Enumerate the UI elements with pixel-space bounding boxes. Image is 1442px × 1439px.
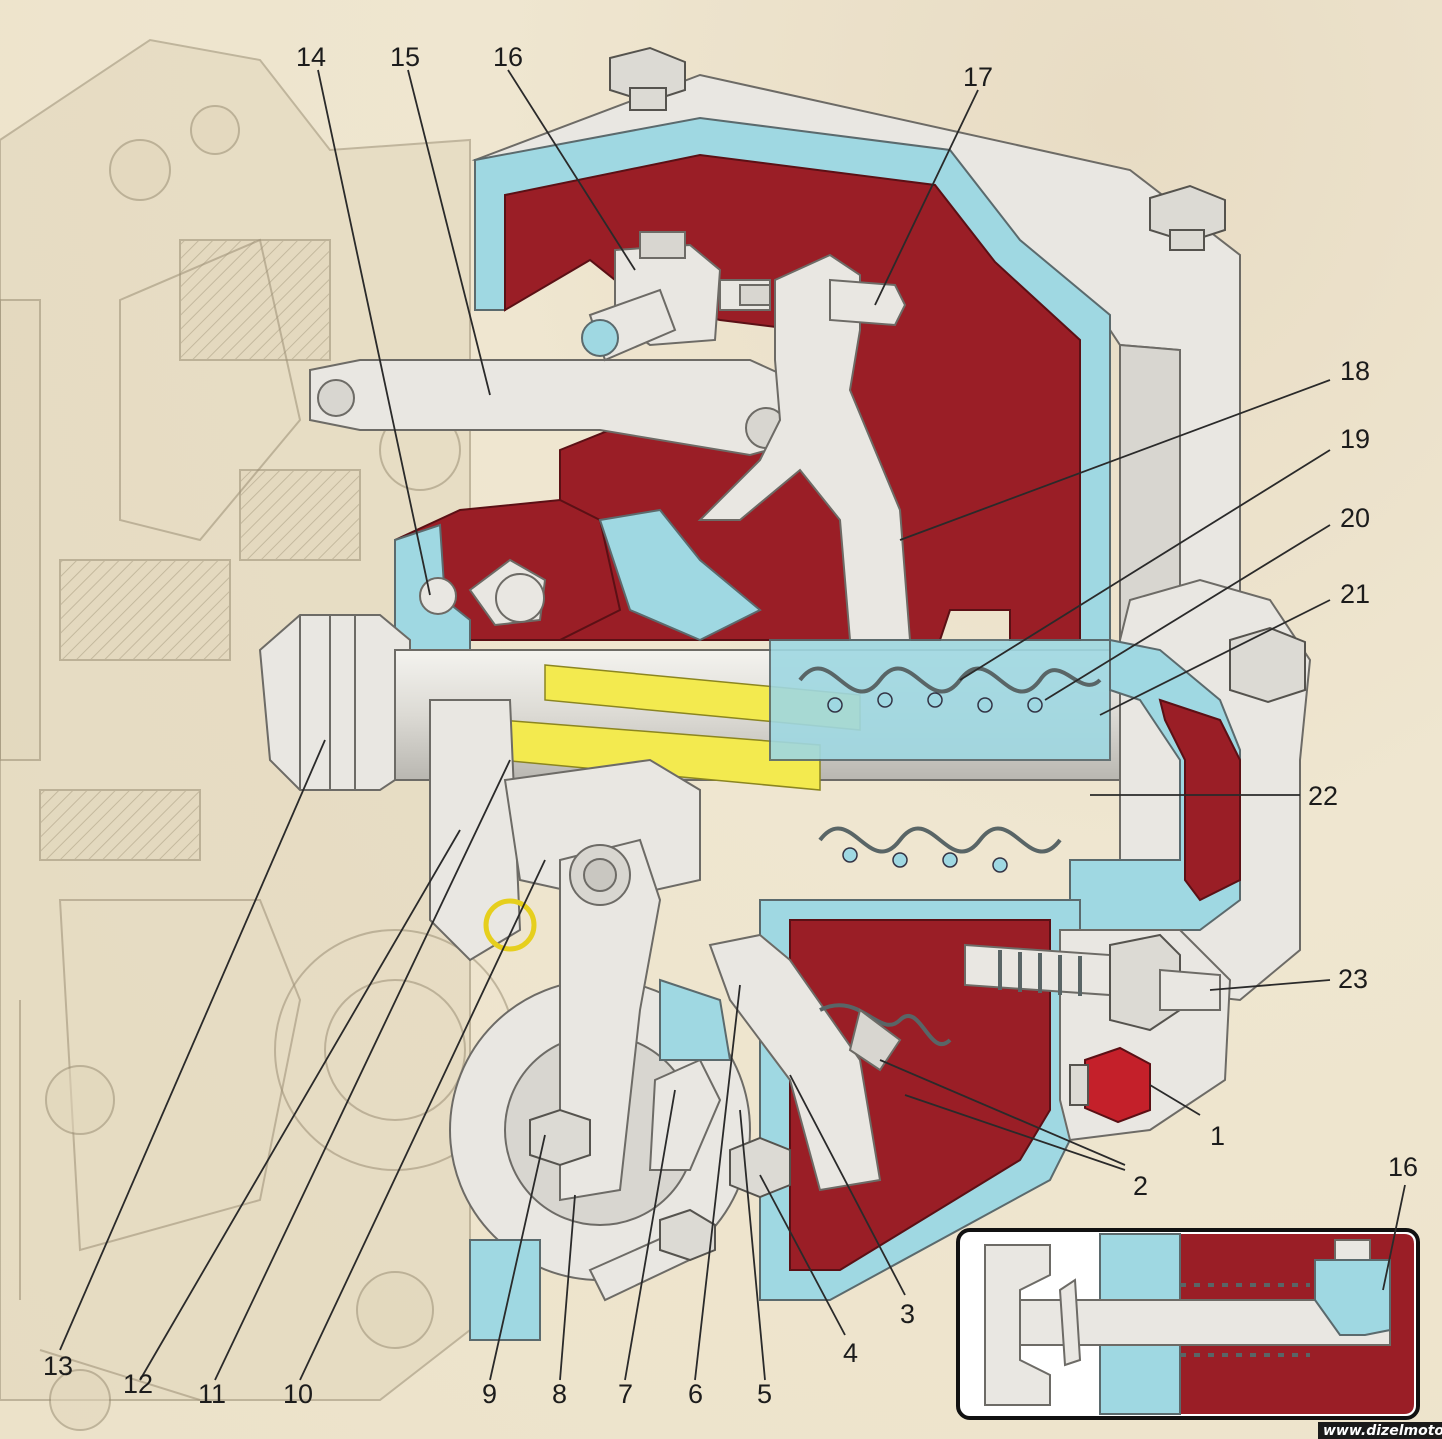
callout-labels: 1 2 3 4 5 6 7 8 9 10 11 12 13 14 15 16 1… — [43, 42, 1370, 1409]
drain-plug — [1069, 1046, 1151, 1124]
leader-lines — [59, 69, 1331, 1381]
housing-bolt-top-right — [1149, 184, 1226, 251]
stop-screw-block-16 — [581, 231, 771, 362]
callout-20: 20 — [1340, 503, 1370, 533]
callout-23: 23 — [1338, 964, 1368, 994]
housing-bolt-top-left — [609, 46, 686, 111]
callout-12: 12 — [123, 1369, 153, 1399]
callout-5: 5 — [757, 1379, 772, 1409]
callout-6: 6 — [688, 1379, 703, 1409]
rear-cover-bolt — [1229, 626, 1306, 704]
callout-21: 21 — [1340, 579, 1370, 609]
callout-11: 11 — [198, 1379, 226, 1409]
cam-mechanism — [429, 699, 952, 1341]
callout-17: 17 — [963, 62, 993, 92]
adjusting-screw-23 — [964, 933, 1221, 1032]
callout-22: 22 — [1308, 781, 1338, 811]
callout-18: 18 — [1340, 356, 1370, 386]
callout-7: 7 — [618, 1379, 633, 1409]
inset-detail: 16 — [956, 1152, 1420, 1420]
rear-cover-21 — [1069, 578, 1312, 1002]
governor-springs-19-20 — [769, 639, 1111, 873]
watermark: www.dizelmotor.in — [1318, 1422, 1442, 1439]
callout-9: 9 — [482, 1379, 497, 1409]
callout-13: 13 — [43, 1351, 73, 1381]
watermark-text: www.dizelmotor.in — [1323, 1423, 1442, 1439]
callout-1: 1 — [1210, 1121, 1225, 1151]
callout-16: 16 — [493, 42, 523, 72]
callout-2: 2 — [1133, 1171, 1148, 1201]
control-lever-15 — [309, 359, 806, 457]
callout-10: 10 — [283, 1379, 313, 1409]
callout-15: 15 — [390, 42, 420, 72]
callout-4: 4 — [843, 1338, 858, 1368]
callout-3: 3 — [900, 1299, 915, 1329]
lever-8 — [559, 838, 662, 1202]
inset-callout-16: 16 — [1388, 1152, 1418, 1182]
callout-8: 8 — [552, 1379, 567, 1409]
callout-14: 14 — [296, 42, 326, 72]
callout-19: 19 — [1340, 424, 1370, 454]
